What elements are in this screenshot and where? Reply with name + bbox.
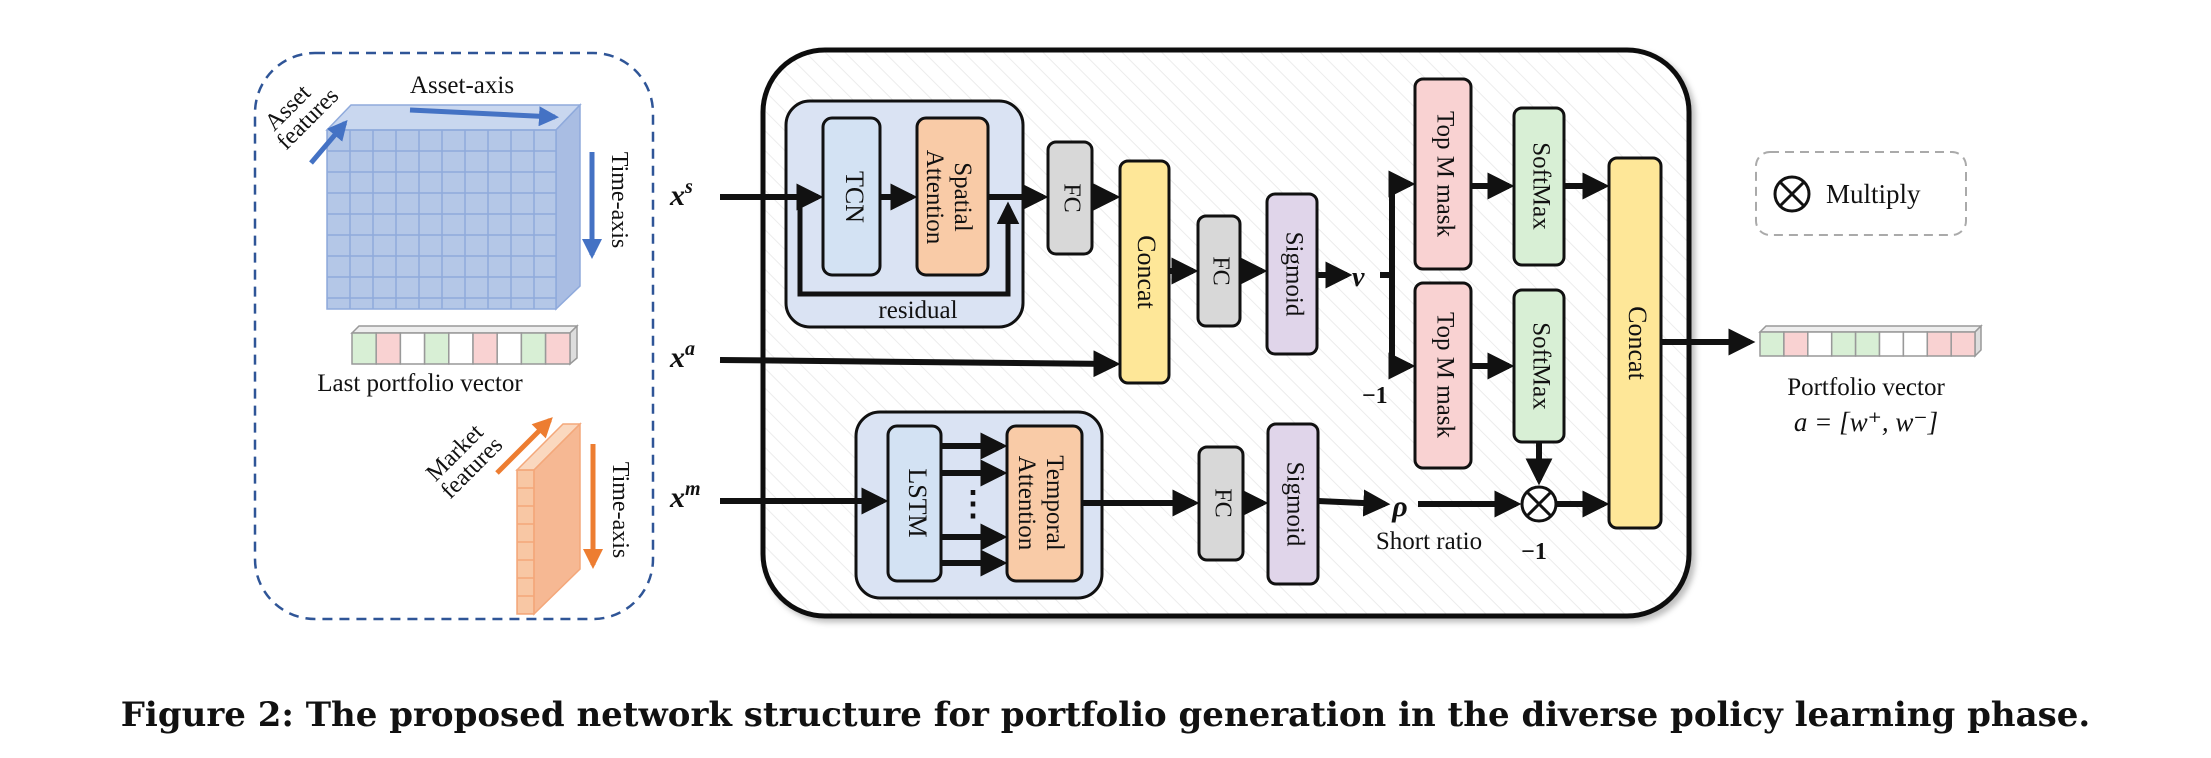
input-xm: xm — [669, 478, 701, 514]
v-label: v — [1352, 262, 1365, 293]
time-axis-label-top: Time-axis — [606, 152, 632, 248]
legend-box — [1755, 151, 1967, 236]
connection-arrows — [719, 170, 1756, 577]
figure-caption: Figure 2: The proposed network structure… — [120, 695, 2091, 735]
last-portfolio-label: Last portfolio vector — [317, 370, 523, 397]
fc-bottom-label: FC — [1209, 488, 1235, 517]
rho-label: ρ — [1391, 490, 1407, 523]
input-xa: xa — [669, 338, 695, 374]
sigmoid-bottom-label: Sigmoid — [1281, 462, 1308, 547]
minus-one-right: −1 — [1521, 539, 1547, 565]
last-portfolio-vector — [350, 324, 579, 366]
lstm-label: LSTM — [903, 468, 932, 537]
concat-right-label: Concat — [1623, 306, 1652, 380]
input-panel-border — [253, 51, 655, 621]
input-xs: xs — [669, 176, 693, 212]
concat-left-label: Concat — [1132, 235, 1161, 309]
asset-axis-label: Asset-axis — [410, 72, 514, 99]
temporal-attention-label: TemporalAttention — [1013, 455, 1068, 550]
dots-label: ⋮ — [956, 486, 990, 523]
legend-multiply-icon — [1773, 175, 1811, 213]
asset-axis-arrow — [409, 106, 559, 127]
market-features-arrow — [495, 417, 553, 475]
network-diagram: Asset-axis Asset features Time-axis Last… — [253, 47, 1983, 621]
topm-mask-bottom-label: Top M mask — [1431, 312, 1458, 439]
portfolio-vector-label: Portfolio vector — [1787, 374, 1945, 401]
legend-multiply-label: Multiply — [1826, 179, 1921, 209]
sigmoid-mid-label: Sigmoid — [1280, 232, 1307, 317]
asset-features-arrow — [309, 119, 348, 165]
time-axis-label-bottom: Time-axis — [607, 462, 633, 558]
fc-top-label: FC — [1058, 183, 1084, 212]
output-portfolio-vector — [1758, 324, 1983, 358]
tcn-label: TCN — [840, 171, 869, 223]
asset-feature-cube — [325, 103, 582, 311]
softmax-bottom-label: SoftMax — [1527, 322, 1554, 410]
fc-mid-label: FC — [1207, 256, 1233, 285]
topm-mask-top-label: Top M mask — [1431, 111, 1458, 238]
residual-label: residual — [878, 297, 957, 324]
portfolio-formula: a = [w⁺, w⁻] — [1794, 407, 1938, 437]
multiply-icon — [1520, 485, 1558, 523]
market-feature-cube — [515, 422, 582, 616]
short-ratio-label: Short ratio — [1376, 528, 1482, 555]
spatial-attention-label: SpatialAttention — [921, 150, 976, 245]
minus-one-left: −1 — [1362, 383, 1388, 409]
softmax-top-label: SoftMax — [1527, 142, 1554, 230]
